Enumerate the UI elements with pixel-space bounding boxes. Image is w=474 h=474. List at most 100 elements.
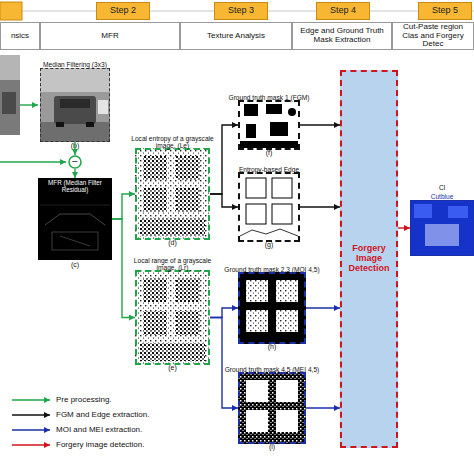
image-panel: Ground truth mask 2,3 (MOI 4,5)(h) <box>238 272 306 344</box>
mei-mask-image <box>246 410 268 432</box>
node-label: MFR <box>101 32 118 41</box>
edge-image <box>238 172 300 242</box>
entropy-image <box>135 148 210 240</box>
detection-box: Forgery Image Detection <box>340 70 398 448</box>
header-bar <box>0 2 474 20</box>
entropy-image <box>140 218 205 236</box>
node-label: Texture Analysis <box>207 32 265 41</box>
range-image <box>176 311 200 335</box>
node-label: Forgery Image Detection <box>342 244 396 273</box>
step-badge: Step 2 <box>96 2 150 20</box>
edge-image <box>246 204 266 224</box>
legend-samples <box>12 399 50 400</box>
entropy-image <box>143 188 167 212</box>
fgm-mask-image <box>270 122 288 136</box>
panel-caption: (i) <box>217 443 327 451</box>
median-image <box>98 100 108 114</box>
moi-mask-image <box>238 272 306 344</box>
image-panel: MFR (Median Filter Residual)(c) <box>38 178 112 260</box>
panel-caption: (f) <box>219 149 319 157</box>
input-image <box>0 55 20 80</box>
median-image <box>56 122 64 127</box>
preprocess-line <box>20 104 38 105</box>
image-panel: Local entropy of a grayscale image. (Le)… <box>135 148 210 240</box>
panel-title: Median Filtering (3x3) <box>30 61 120 68</box>
flow-arrow <box>300 206 340 207</box>
panel-title: MFR (Median Filter Residual) <box>39 180 111 194</box>
stage-title: Edge and Ground Truth Mask Extraction <box>292 22 392 50</box>
median-image <box>40 68 110 142</box>
mei-mask-image <box>238 372 306 444</box>
moi-mask-image <box>246 310 268 332</box>
image-panel: Median Filtering (3x3)(b) <box>40 68 110 142</box>
panel-caption: (e) <box>131 364 215 372</box>
panel-title: Entropy-based Edge <box>219 166 319 173</box>
preprocess-line <box>0 161 66 162</box>
edge-image <box>238 172 300 242</box>
edge-image <box>272 178 292 198</box>
fgm-mask-image <box>288 108 296 116</box>
circle-outline <box>69 156 81 168</box>
panel-title: Cutblue <box>411 193 473 200</box>
step-badge: Step 4 <box>316 2 370 20</box>
entropy-image <box>135 148 210 240</box>
legend-text: Forgery image detection. <box>56 440 145 449</box>
median-image <box>40 68 110 142</box>
input-image <box>0 55 20 135</box>
input-image <box>2 92 16 114</box>
output-image <box>410 200 474 256</box>
legend-samples <box>12 444 50 445</box>
image-panel: Ground truth mask 4,5 (MEI 4,5)(i) <box>238 372 306 444</box>
residual-image <box>38 178 112 260</box>
legend-samples <box>12 429 50 430</box>
node-label: Cut-Paste region Clas and Forgery Detec <box>395 23 471 49</box>
legend-text: Pre processing. <box>56 395 112 404</box>
step-badge: Step 3 <box>214 2 268 20</box>
legend-samples <box>12 414 50 415</box>
fgm-mask-image <box>266 104 282 114</box>
flow-arrow <box>74 169 75 178</box>
residual-image <box>38 178 112 260</box>
edge-image <box>272 204 292 224</box>
header-bar <box>0 2 22 20</box>
fgm-mask-image <box>240 141 298 148</box>
fgm-mask-image <box>238 100 300 150</box>
flow-arrow <box>210 308 238 318</box>
legend-samples <box>12 400 50 445</box>
node-label: − <box>72 157 78 168</box>
panel-title: Ground truth mask 1 (FGM) <box>219 94 319 101</box>
flow-arrow <box>398 227 410 228</box>
mei-mask-image <box>276 380 298 402</box>
image-panel: Entropy-based Edge(g) <box>238 172 300 242</box>
node-label: Edge and Ground Truth Mask Extraction <box>295 27 389 44</box>
panel-title: Ground truth mask 4,5 (MEI 4,5) <box>217 366 327 373</box>
flow-arrow <box>112 219 135 318</box>
panel-caption: (h) <box>217 343 327 351</box>
entropy-image <box>176 156 200 180</box>
image-panel: Local range of a grayscale image. (Lr)(e… <box>135 270 210 365</box>
image-panel: Ground truth mask 1 (FGM)(f) <box>238 100 300 150</box>
flow-arrow <box>306 407 340 408</box>
residual-image <box>40 205 110 206</box>
output-image <box>410 200 474 256</box>
fgm-mask-image <box>244 104 258 116</box>
stage-title: Cut-Paste region Clas and Forgery Detec <box>392 22 474 50</box>
median-image <box>54 96 96 124</box>
panel-caption: (b) <box>30 142 120 150</box>
stage-title: Texture Analysis <box>180 22 292 50</box>
entropy-image <box>143 156 167 180</box>
node-label: Step 4 <box>330 6 356 16</box>
entropy-image <box>176 188 200 212</box>
moi-mask-image <box>238 272 306 344</box>
legend-text: MOI and MEI extraction. <box>56 425 142 434</box>
residual-image <box>52 232 98 250</box>
fgm-mask-image <box>246 124 256 138</box>
panel-caption: (d) <box>131 239 215 247</box>
edge-image <box>246 178 266 198</box>
fgm-mask-image <box>238 100 300 150</box>
range-image <box>176 278 200 302</box>
range-image <box>140 343 205 361</box>
panel-title: Local range of a grayscale image. (Lr) <box>131 257 215 271</box>
mei-mask-image <box>238 372 306 444</box>
